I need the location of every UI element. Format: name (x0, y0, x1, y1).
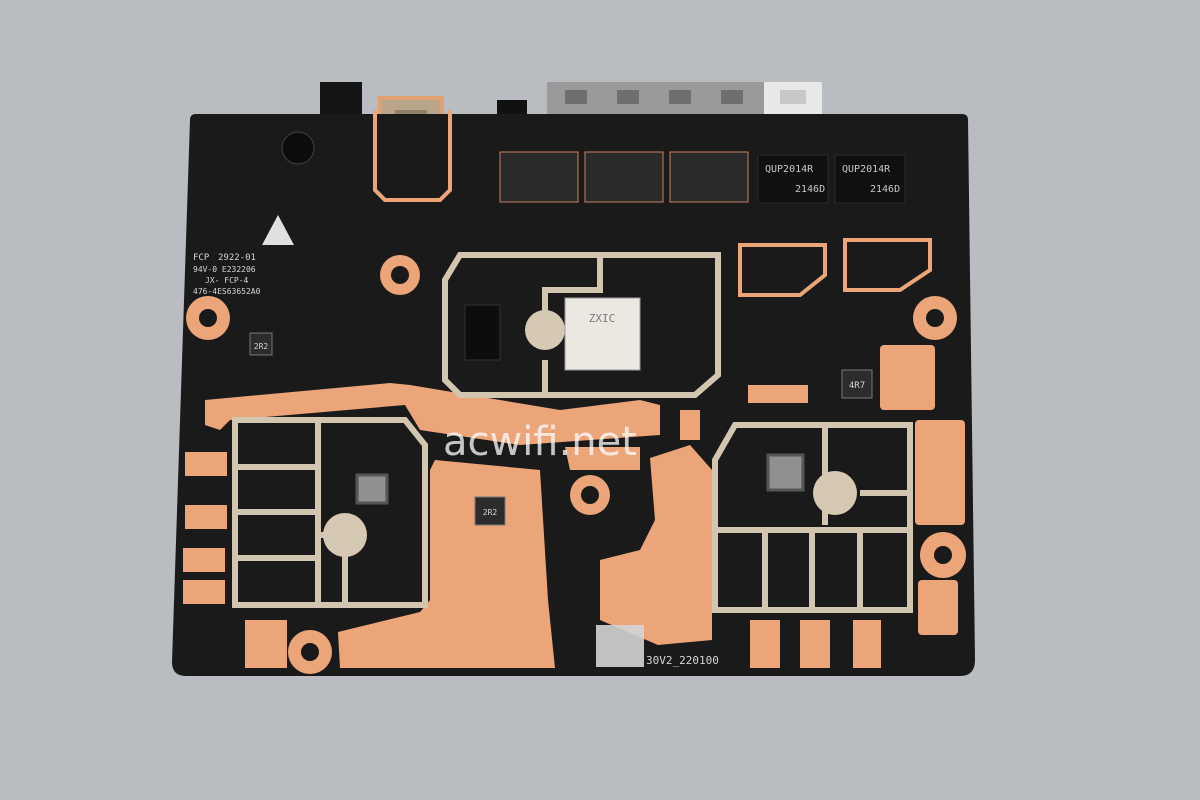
board-code-line-4: 476-4ES63652A0 (193, 287, 261, 296)
inductor-center-label: 2R2 (483, 508, 498, 517)
inductor-4r7-label: 4R7 (849, 381, 865, 391)
main-soc: ZXIC (564, 297, 641, 371)
silkscreen-markings: FCP 2922-01 94V-0 E232206 JX- FCP-4 476-… (193, 215, 294, 296)
transformer-2-label: QUP2014R (842, 164, 891, 175)
board-code-line-3: JX- FCP-4 (205, 276, 249, 285)
ethernet-transformer-2: QUP2014R 2146D (834, 154, 906, 204)
left-rf-shield (232, 417, 428, 608)
rf-chip-left (355, 473, 389, 505)
fcp-logo: FCP (193, 253, 210, 263)
board-code-line-1: 2922-01 (218, 253, 256, 263)
electrolytic-capacitor (281, 131, 315, 165)
transformer-1-label: QUP2014R (765, 164, 814, 175)
shield-frames (232, 252, 913, 613)
board-code-line-2: 94V-0 E232206 (193, 265, 256, 274)
transformer-2-code: 2146D (870, 184, 900, 195)
inductor-center (474, 496, 506, 526)
esd-warning-icon (262, 215, 294, 245)
inductor-2r2-label: 2R2 (254, 342, 269, 351)
ram-chip (464, 304, 501, 361)
soc-brand-label: ZXIC (589, 312, 616, 325)
blurred-label (596, 625, 644, 667)
rf-chip-right (766, 453, 805, 492)
inductor-2r2 (249, 332, 273, 356)
watermark-text: acwifi.net (443, 419, 637, 465)
soc-shield-frame (442, 252, 721, 398)
resistor-networks (499, 151, 749, 203)
transformer-1-code: 2146D (795, 184, 825, 195)
inductor-4r7 (841, 369, 873, 399)
board-part-number: 30V2_220100 (646, 654, 719, 667)
ethernet-transformer-1: QUP2014R 2146D (757, 154, 829, 204)
